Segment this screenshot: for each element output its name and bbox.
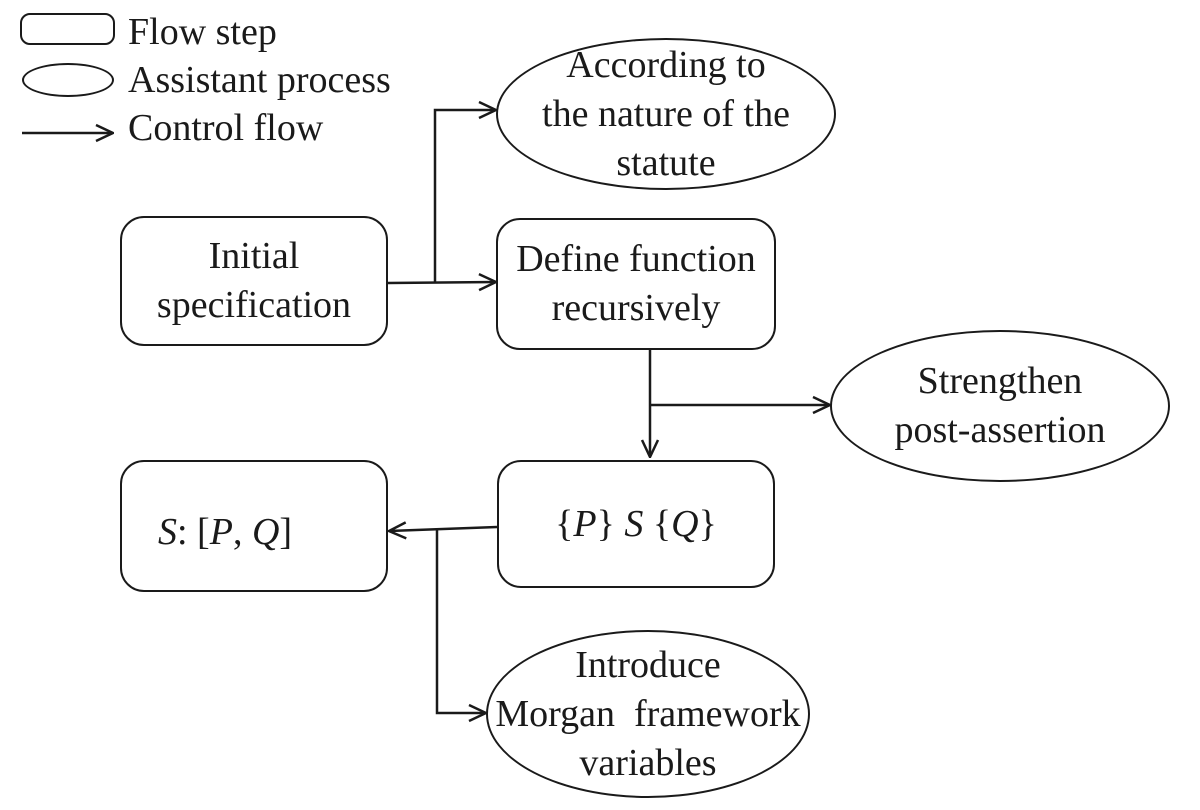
- node-strengthen-line1: Strengthen: [917, 360, 1083, 402]
- node-initial-line2: specification: [156, 284, 352, 326]
- node-morgan-line3: variables: [579, 741, 717, 784]
- triple-brace: {: [555, 502, 574, 545]
- spec-q: Q: [251, 511, 280, 553]
- hoare-triple-formula: {P} S {Q}: [555, 500, 717, 549]
- triple-q: Q: [671, 502, 699, 545]
- node-strengthen-line2: post-assertion: [894, 409, 1106, 451]
- node-specification-statement: S: [P, Q]: [120, 460, 388, 592]
- node-morgan-line1: Introduce: [575, 643, 721, 686]
- node-initial-specification: Initial specification: [120, 216, 388, 346]
- spec-comma: ,: [232, 511, 252, 553]
- node-strengthen-post-assertion: Strengthen post-assertion: [830, 330, 1170, 482]
- spec-p: P: [209, 511, 233, 553]
- node-define-line2: recursively: [551, 287, 721, 329]
- node-nature-of-statute: According to the nature of the statute: [496, 38, 836, 190]
- node-initial-line1: Initial: [208, 235, 300, 277]
- arrow-initial-to-define: [387, 282, 496, 283]
- node-define-line1: Define function: [516, 238, 756, 280]
- triple-brace: }: [698, 502, 717, 545]
- legend-flow-step-label: Flow step: [128, 11, 277, 53]
- node-morgan-line2: Morgan framework: [495, 692, 801, 735]
- node-morgan-framework-variables: Introduce Morgan framework variables: [486, 630, 810, 798]
- arrow-triple-to-spec: [389, 527, 498, 531]
- legend-ellipse-icon: [22, 63, 114, 97]
- legend-rectangle-icon: [20, 13, 115, 45]
- legend-assistant-process-label: Assistant process: [128, 59, 391, 101]
- spec-statement-formula: S: [P, Q]: [158, 508, 292, 557]
- triple-s: S: [624, 502, 644, 545]
- legend-control-flow-label: Control flow: [128, 107, 324, 149]
- arrow-initial-to-nature: [433, 110, 496, 283]
- spec-close: ]: [279, 511, 293, 553]
- triple-brace: }: [596, 502, 615, 545]
- spec-colon: : [: [177, 511, 210, 553]
- triple-brace: {: [652, 502, 672, 545]
- node-nature-line2: the nature of the: [542, 92, 790, 135]
- triple-p: P: [573, 502, 597, 545]
- node-hoare-triple: {P} S {Q}: [497, 460, 775, 588]
- spec-s: S: [158, 511, 177, 553]
- node-nature-line3: statute: [616, 141, 716, 184]
- arrow-triple-to-morgan: [435, 529, 486, 713]
- node-define-function: Define function recursively: [496, 218, 776, 350]
- node-nature-line1: According to: [566, 43, 766, 86]
